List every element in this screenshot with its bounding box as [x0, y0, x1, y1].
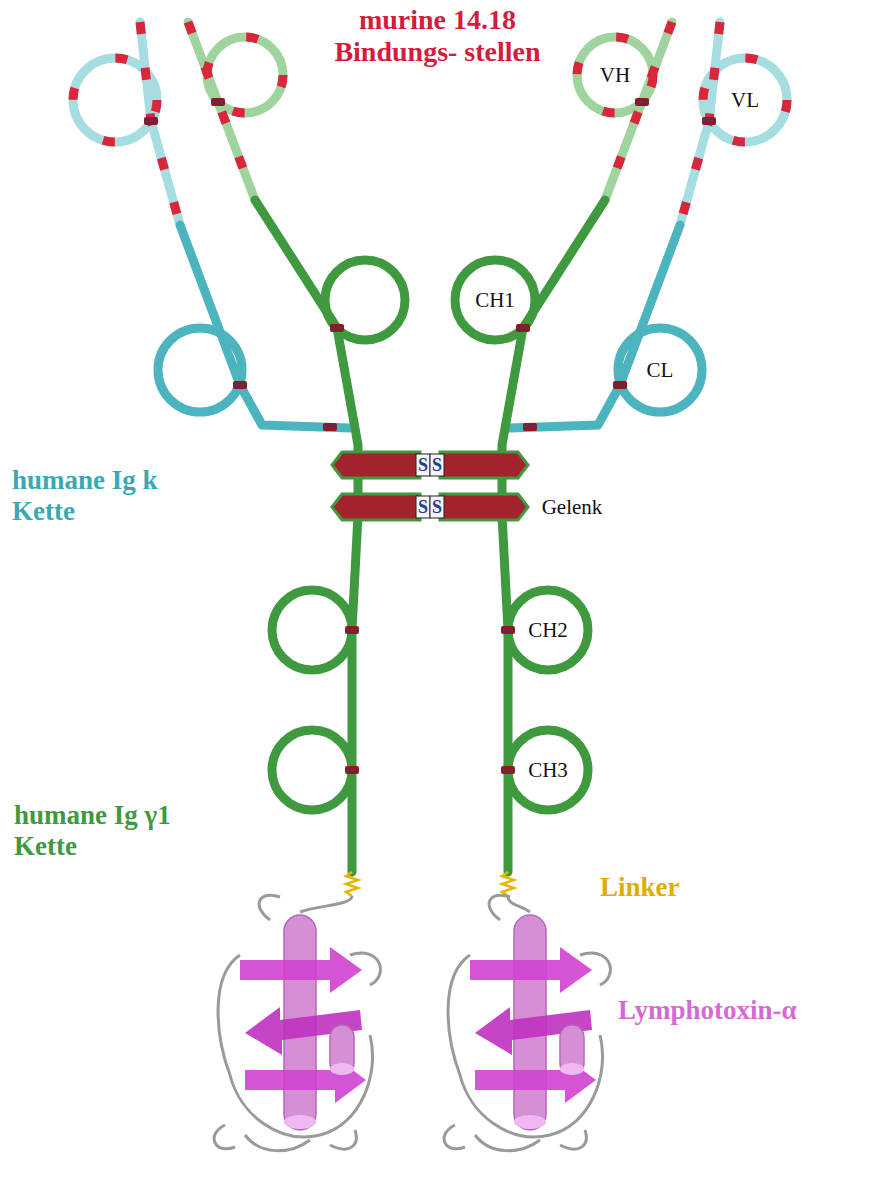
domain-label: CH3 [528, 758, 568, 783]
protein-label: Lymphotoxin-α [618, 995, 797, 1026]
domain-label: VL [731, 88, 759, 113]
domain-label: CH1 [475, 288, 515, 313]
domain-label: CH2 [528, 618, 568, 643]
sulfur-label: S [432, 497, 442, 518]
domain-label: CL [647, 358, 674, 383]
sulfur-label: S [432, 455, 442, 476]
hinge-label: Gelenk [542, 495, 603, 520]
sulfur-label: S [418, 497, 428, 518]
chain-label: humane Ig γ1 Kette [14, 800, 189, 862]
domain-label: VH [600, 63, 630, 88]
sulfur-label: S [418, 455, 428, 476]
chain-label: humane Ig k Kette [12, 465, 187, 527]
linker-label: Linker [600, 872, 680, 903]
figure-title: murine 14.18 Bindungs- stellen [330, 4, 545, 68]
